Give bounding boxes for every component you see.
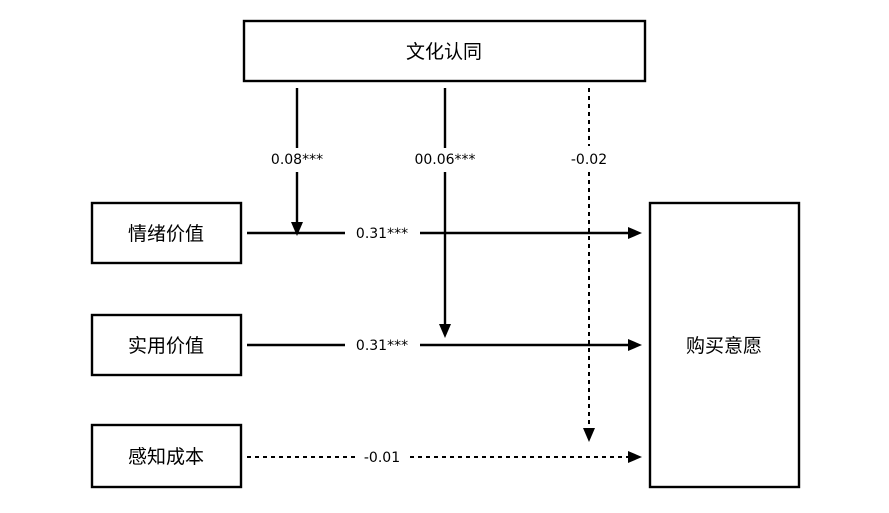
node-purchase-intention: 购买意愿 bbox=[648, 201, 801, 489]
arrow-moderator-to-cost bbox=[583, 88, 595, 442]
node-practical-value-label: 实用价值 bbox=[128, 335, 204, 357]
arrow-cost-to-outcome bbox=[247, 451, 642, 463]
node-emotional-value-label: 情绪价值 bbox=[128, 223, 204, 245]
coef-cost-outcome: -0.01 bbox=[364, 450, 400, 466]
node-emotional-value: 情绪价值 bbox=[90, 201, 243, 265]
arrow-moderator-to-emotional bbox=[291, 88, 303, 236]
coef-emotional-outcome: 0.31*** bbox=[356, 226, 408, 242]
node-perceived-cost-label: 感知成本 bbox=[128, 446, 204, 468]
coef-moderator-emotional: 0.08*** bbox=[271, 152, 323, 168]
coef-practical-outcome: 0.31*** bbox=[356, 338, 408, 354]
coef-moderator-practical: 00.06*** bbox=[414, 152, 475, 168]
arrow-moderator-to-practical bbox=[439, 88, 451, 338]
node-purchase-intention-label: 购买意愿 bbox=[686, 335, 762, 357]
coef-moderator-cost: -0.02 bbox=[571, 152, 607, 168]
node-perceived-cost: 感知成本 bbox=[90, 423, 243, 489]
node-cultural-identity: 文化认同 bbox=[242, 19, 647, 83]
arrow-emotional-to-outcome bbox=[247, 227, 642, 239]
node-practical-value: 实用价值 bbox=[90, 313, 243, 377]
arrow-practical-to-outcome bbox=[247, 339, 642, 351]
node-cultural-identity-label: 文化认同 bbox=[406, 41, 482, 63]
